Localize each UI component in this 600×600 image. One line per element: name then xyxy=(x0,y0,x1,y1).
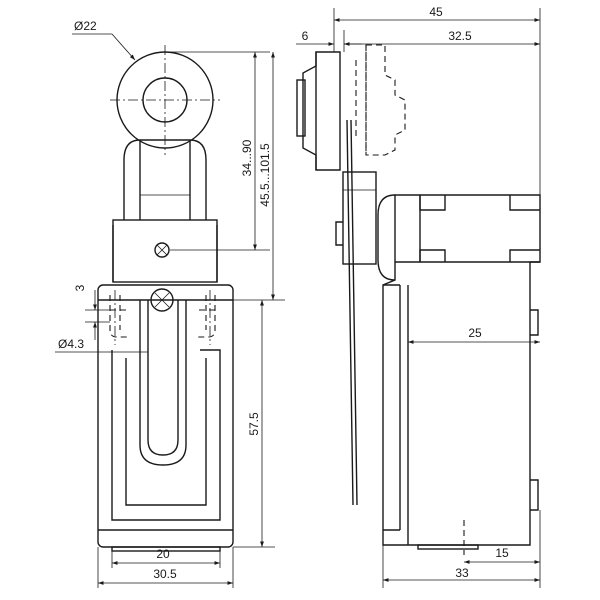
dim-total-depth: 45 xyxy=(429,5,443,19)
dimensions: Ø22 34...90 45.5...101.5 3 Ø4.3 57.5 20 xyxy=(55,5,541,588)
side-clamp xyxy=(342,171,377,265)
mount-slot-right xyxy=(198,295,216,338)
side-roller xyxy=(302,51,341,171)
dim-base-offset: 15 xyxy=(495,546,509,560)
dim-side-body-depth: 33 xyxy=(455,566,469,580)
dim-body-width: 30.5 xyxy=(153,567,177,581)
side-roller-alt xyxy=(365,44,406,156)
switch-body xyxy=(97,284,234,548)
side-housing xyxy=(382,194,541,546)
side-rod xyxy=(346,119,354,506)
dim-body-height: 57.5 xyxy=(247,412,261,436)
lever-arm xyxy=(123,139,207,220)
dim-mount-depth: 25 xyxy=(468,326,482,340)
dim-arm-range-long: 45.5...101.5 xyxy=(258,143,272,207)
head-screw xyxy=(150,288,174,312)
plunger-slot xyxy=(147,300,179,456)
dim-slot-height: 3 xyxy=(73,284,87,291)
side-view xyxy=(296,44,541,555)
clamp-screw xyxy=(154,242,170,258)
dim-roller-diameter: Ø22 xyxy=(74,19,97,33)
dim-roller-offset: 32.5 xyxy=(448,29,472,43)
dim-base-width: 20 xyxy=(156,547,170,561)
dim-arm-range-short: 34...90 xyxy=(240,139,254,176)
dim-roller-thickness: 6 xyxy=(302,29,309,43)
dim-hole-diameter: Ø4.3 xyxy=(58,337,84,351)
arm-clamp xyxy=(112,219,218,283)
front-view xyxy=(97,45,234,552)
